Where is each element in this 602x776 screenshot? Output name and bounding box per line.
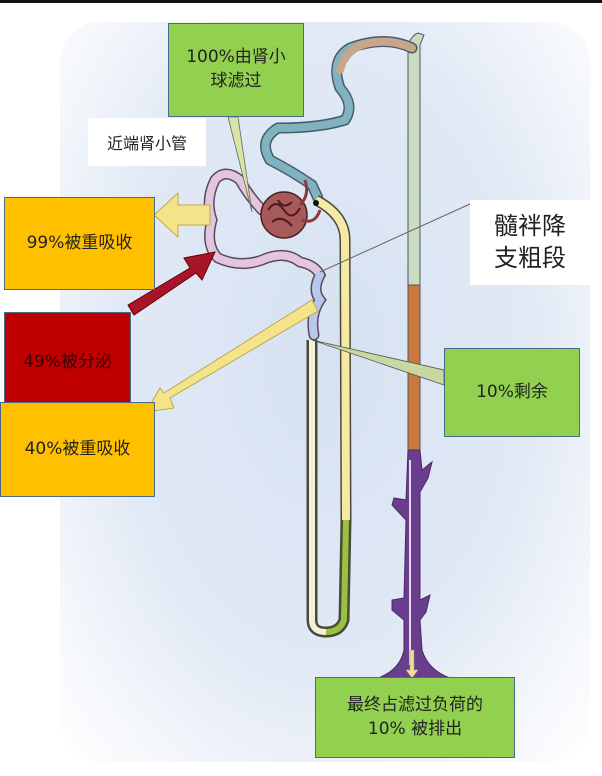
secreted-49-box: 49%被分泌 xyxy=(4,312,131,413)
glomerulus xyxy=(260,179,322,239)
excretion-arrow xyxy=(405,649,419,679)
callout-remaining xyxy=(311,339,445,386)
reabsorbed-99-text: 99%被重吸收 xyxy=(26,232,133,253)
callout-filtration xyxy=(227,116,253,213)
excreted-text: 最终占滤过负荷的10% 被排出 xyxy=(347,694,483,739)
secreted-49-text: 49%被分泌 xyxy=(23,351,112,372)
collecting-duct xyxy=(377,32,451,679)
reabsorption-arrow-99 xyxy=(153,191,211,239)
thick-descending-limb-text: 髓袢降支粗段 xyxy=(494,212,566,272)
secretion-arrow-49 xyxy=(127,251,216,316)
proximal-tubule-label: 近端肾小管 xyxy=(88,118,206,166)
reabsorption-arrow-40 xyxy=(145,299,319,413)
reabsorbed-99-box: 99%被重吸收 xyxy=(4,197,155,290)
reabsorbed-40-box: 40%被重吸收 xyxy=(0,402,155,497)
glomerular-filtration-text: 100%由肾小球滤过 xyxy=(186,47,286,91)
reabsorbed-40-text: 40%被重吸收 xyxy=(24,438,131,459)
remaining-10-text: 10%剩余 xyxy=(476,381,548,402)
remaining-10-box: 10%剩余 xyxy=(444,348,580,437)
glomerular-filtration-box: 100%由肾小球滤过 xyxy=(168,23,304,117)
top-border xyxy=(0,0,602,3)
thick-descending-limb-label: 髓袢降支粗段 xyxy=(470,200,590,285)
callout-descending-limb xyxy=(319,203,471,273)
excreted-box: 最终占滤过负荷的10% 被排出 xyxy=(315,677,515,758)
